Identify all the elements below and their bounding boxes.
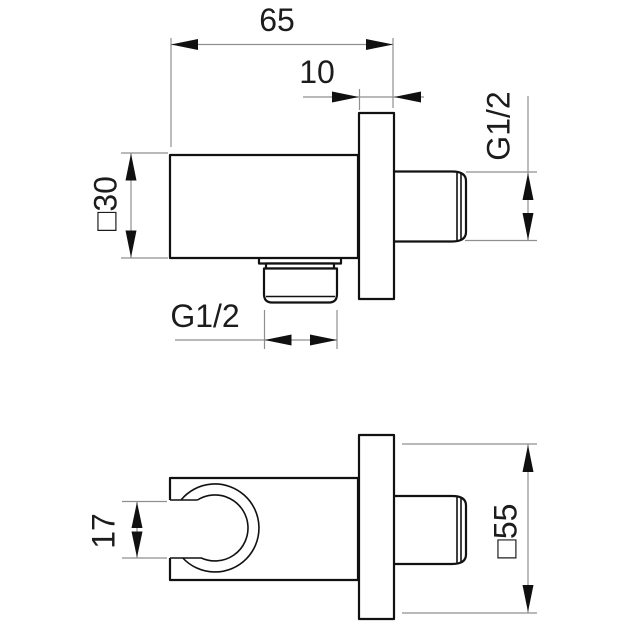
- outlet-thread-top-view: [262, 267, 339, 304]
- dimension-17-arrow-up: [131, 502, 143, 528]
- holder-slot-cut-lines: [170, 499, 202, 559]
- wall-connector-chamfer-lines-bottom-view: [456, 497, 462, 563]
- dimension-square30-label: □30: [88, 176, 124, 231]
- top-view: [168, 111, 468, 304]
- dimension-g12-right-label: G1/2: [481, 91, 517, 160]
- dimension-square55-label: □55: [488, 504, 524, 559]
- dimension-g12-right-arrow-up: [522, 173, 534, 200]
- dimension-10: 10: [299, 54, 424, 110]
- dimension-10-arrow-right: [394, 91, 421, 103]
- dimension-17-extension-lines: [122, 500, 167, 559]
- dimension-g12-bottom: G1/2: [170, 298, 338, 349]
- wall-connector-chamfer-lines-top-view: [456, 173, 462, 240]
- dimension-square55-arrow-down: [522, 585, 534, 612]
- dimension-g12-bottom-extension-lines: [263, 310, 338, 349]
- dimension-square55-extension-lines: [402, 443, 537, 614]
- wall-flange-top-view: [357, 111, 396, 301]
- dimension-g12-bottom-arrow-left: [264, 334, 292, 346]
- dimension-square30: □30: [88, 152, 168, 259]
- handset-clip-outer-arc: [180, 483, 260, 573]
- bottom-view: [168, 433, 468, 621]
- dimension-65: 65: [170, 2, 394, 147]
- dimension-17-label: 17: [86, 513, 122, 549]
- handset-clip-inner-arc: [197, 494, 249, 562]
- dimension-square30-extension-lines: [121, 152, 168, 259]
- dimension-g12-bottom-arrow-right: [310, 334, 337, 346]
- dimension-65-arrow-left: [171, 39, 198, 50]
- wall-connector-thread-top-view: [388, 170, 468, 243]
- dimension-g12-right: G1/2: [465, 91, 537, 242]
- main-body-top-view: [168, 153, 360, 260]
- dimension-65-arrow-right: [366, 39, 393, 50]
- dimension-17: 17: [86, 500, 167, 559]
- dimension-65-label: 65: [259, 2, 295, 38]
- dimension-square30-arrow-up: [125, 153, 137, 181]
- dimension-g12-bottom-label: G1/2: [170, 298, 239, 334]
- holder-body-bottom-view: [168, 476, 360, 582]
- dimension-10-arrow-left: [332, 91, 359, 103]
- dimension-g12-right-arrow-down: [522, 213, 534, 240]
- dimension-10-label: 10: [299, 54, 335, 90]
- wall-connector-thread-bottom-view: [388, 494, 468, 566]
- dimension-65-extension-lines: [170, 38, 394, 147]
- dimension-square30-arrow-down: [125, 230, 137, 258]
- dimension-square55: □55: [402, 443, 537, 614]
- dimension-17-arrow-down: [131, 531, 143, 558]
- dimension-g12-right-extension-lines: [465, 171, 537, 242]
- dimension-square55-arrow-up: [522, 445, 534, 472]
- wall-flange-bottom-view: [357, 433, 396, 621]
